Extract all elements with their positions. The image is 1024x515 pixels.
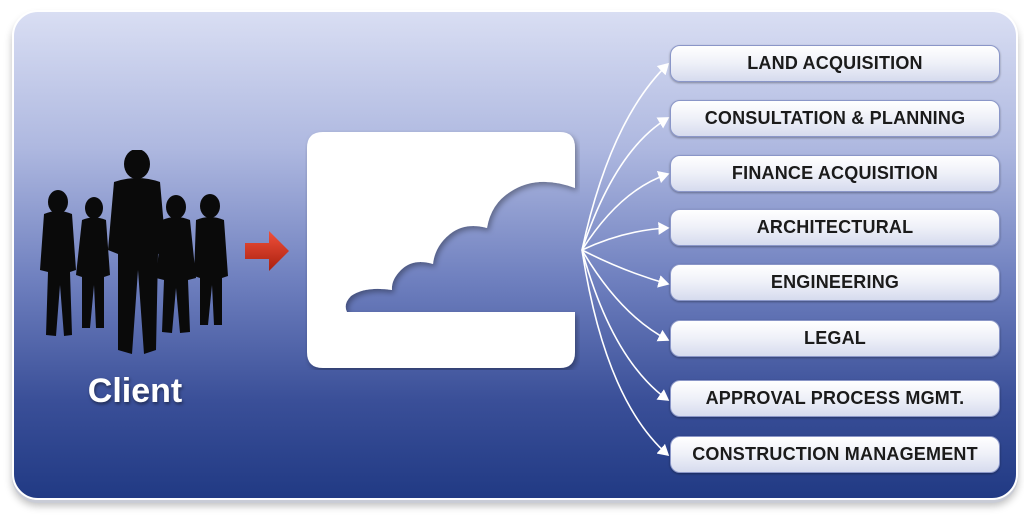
client-label: Client <box>87 372 183 410</box>
right-arrow-icon <box>245 231 289 271</box>
cloud-logo-icon <box>307 132 575 368</box>
service-finance-acquisition: FINANCE ACQUISITION <box>670 155 1000 192</box>
service-land-acquisition: LAND ACQUISITION <box>670 45 1000 82</box>
service-architectural: ARCHITECTURAL <box>670 209 1000 246</box>
service-construction-management: CONSTRUCTION MANAGEMENT <box>670 436 1000 473</box>
service-consultation-planning: CONSULTATION & PLANNING <box>670 100 1000 137</box>
service-legal: LEGAL <box>670 320 1000 357</box>
service-approval-process: APPROVAL PROCESS MGMT. <box>670 380 1000 417</box>
client-group-icon <box>40 150 228 354</box>
service-engineering: ENGINEERING <box>670 264 1000 301</box>
